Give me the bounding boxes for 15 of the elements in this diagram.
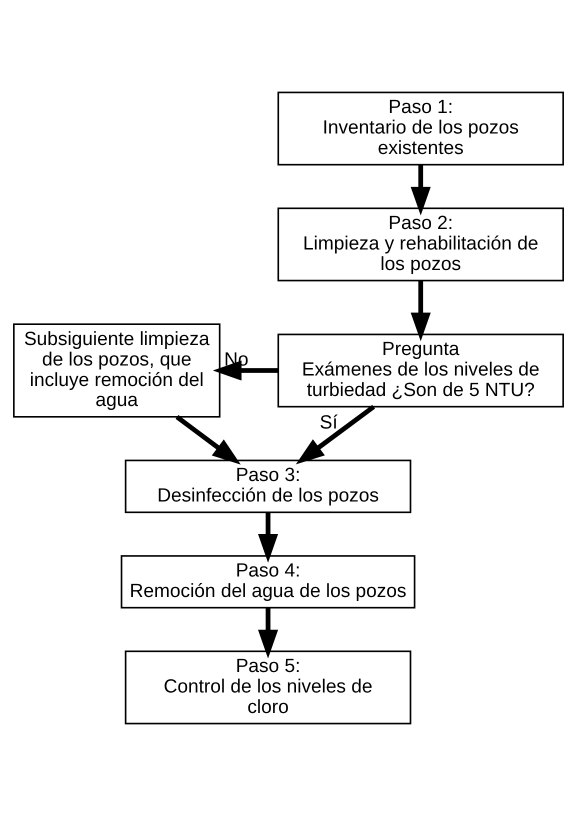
node-box: Paso 3: Desinfección de los pozos [124,460,412,514]
node-box: Paso 2: Limpieza y rehabilitación de los pozos [277,208,564,282]
node-box: Subsiguiente limpieza de los pozos, que incluye remoción del agua [13,323,220,418]
node-box: Paso 5: Control de los niveles de cloro [124,650,412,724]
arrow [296,404,376,464]
arrow [410,165,431,216]
node-box: Paso 4: Remoción del agua de los pozos [120,555,416,608]
node-box: Pregunta Exámenes de los niveles de turbiedad ¿Son de 5 NTU? [277,334,564,408]
arrow [212,360,278,381]
arrow [258,608,278,658]
arrow [410,280,431,342]
edge-label: Sí [320,412,338,434]
arrow [176,415,241,465]
node-box: Paso 1: Inventario de los pozos existentes [277,92,564,166]
arrow [258,512,278,563]
